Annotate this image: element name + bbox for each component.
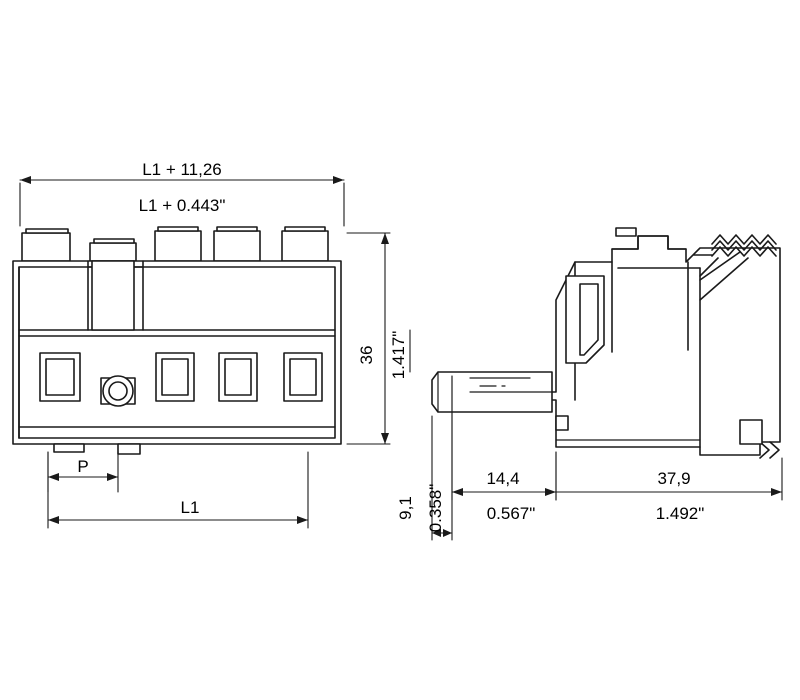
dim-long-inch: 1.492" xyxy=(656,504,705,523)
dim-mid-inch: 0.567" xyxy=(487,504,536,523)
front-view xyxy=(12,226,342,455)
dim-pitch: P xyxy=(77,457,88,476)
side-thread-bottom xyxy=(759,441,780,459)
front-bottom-tabs xyxy=(53,443,141,455)
dim-length: L1 xyxy=(181,498,200,517)
dim-top-inch: L1 + 0.443" xyxy=(139,196,226,215)
dim-small-inch: 0.358" xyxy=(426,484,445,533)
front-top-tabs xyxy=(21,226,329,262)
dim-mid-mm: 14,4 xyxy=(486,469,519,488)
front-terminal-windows xyxy=(39,352,323,402)
dim-small-mm: 9,1 xyxy=(396,496,415,520)
dim-height-inch: 1.417" xyxy=(389,331,408,380)
front-screw-feature xyxy=(100,375,136,407)
side-outline xyxy=(431,235,781,456)
dim-long-mm: 37,9 xyxy=(657,469,690,488)
side-thread-top xyxy=(711,234,777,257)
side-view xyxy=(431,227,781,459)
dimension-lines xyxy=(19,176,783,541)
dimension-labels: L1 + 11,26 L1 + 0.443" 36 1.417" P L1 9,… xyxy=(77,160,704,532)
dim-height-mm: 36 xyxy=(357,346,376,365)
dim-top-mm: L1 + 11,26 xyxy=(142,160,222,179)
